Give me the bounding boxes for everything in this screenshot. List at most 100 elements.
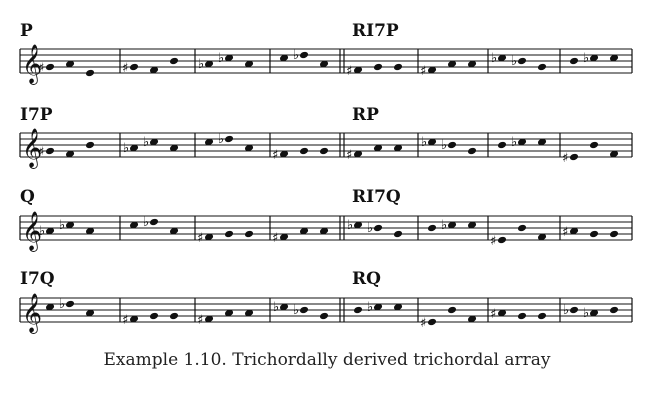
note-head <box>129 221 139 229</box>
note-head <box>169 227 179 235</box>
note-head <box>589 230 599 238</box>
sharp-icon: ♯ <box>420 64 426 79</box>
note-head <box>224 309 234 317</box>
note-head <box>149 66 159 74</box>
note-head <box>279 303 289 311</box>
row-label-i7p: I7P <box>20 105 53 125</box>
flat-icon: ♭ <box>293 303 299 318</box>
row-label-i7q: I7Q <box>20 269 55 289</box>
note-head <box>319 312 329 320</box>
staff-system: 𝄞♯♯♭♭♭♯♯♭♭♭ <box>19 44 633 85</box>
note-head <box>517 312 527 320</box>
sharp-icon: ♯ <box>490 307 496 322</box>
note-head <box>204 60 214 68</box>
note-head <box>589 309 599 317</box>
staff-system: 𝄞♭♭♭♯♯♭♭♭♯♯ <box>19 211 633 252</box>
note-head <box>85 141 95 149</box>
note-head <box>169 57 179 65</box>
note-head <box>353 66 363 74</box>
note-head <box>353 306 363 314</box>
sharp-icon: ♯ <box>272 148 278 163</box>
note-head <box>353 150 363 158</box>
flat-icon: ♭ <box>583 51 589 66</box>
sharp-icon: ♯ <box>122 313 128 328</box>
note-head <box>244 144 254 152</box>
note-head <box>497 236 507 244</box>
sharp-icon: ♯ <box>272 231 278 246</box>
note-head <box>373 224 383 232</box>
note-head <box>244 230 254 238</box>
note-head <box>609 306 619 314</box>
note-head <box>447 141 457 149</box>
flat-icon: ♭ <box>39 224 45 239</box>
note-head <box>517 138 527 146</box>
flat-icon: ♭ <box>198 57 204 72</box>
note-head <box>85 309 95 317</box>
flat-icon: ♭ <box>511 54 517 69</box>
note-head <box>427 224 437 232</box>
sharp-icon: ♯ <box>346 64 352 79</box>
row-label-ri7p: RI7P <box>352 21 399 41</box>
flat-icon: ♭ <box>218 132 224 147</box>
note-head <box>299 306 309 314</box>
note-head <box>149 312 159 320</box>
example-caption: Example 1.10. Trichordally derived trich… <box>103 350 551 370</box>
note-head <box>299 227 309 235</box>
note-head <box>149 218 159 226</box>
note-head <box>589 54 599 62</box>
row-label-rp: RP <box>352 105 379 125</box>
note-head <box>279 150 289 158</box>
flat-icon: ♭ <box>143 215 149 230</box>
sharp-icon: ♯ <box>420 316 426 331</box>
flat-icon: ♭ <box>367 300 373 315</box>
note-head <box>447 221 457 229</box>
staff-system: 𝄞♯♭♭♭♯♯♭♭♭♯ <box>19 128 633 169</box>
row-label-ri7q: RI7Q <box>352 187 401 207</box>
flat-icon: ♭ <box>583 306 589 321</box>
flat-icon: ♭ <box>218 51 224 66</box>
note-head <box>569 227 579 235</box>
flat-icon: ♭ <box>123 141 129 156</box>
note-head <box>319 227 329 235</box>
note-head <box>373 303 383 311</box>
note-head <box>373 63 383 71</box>
note-head <box>537 233 547 241</box>
note-head <box>447 306 457 314</box>
note-head <box>45 227 55 235</box>
note-head <box>224 54 234 62</box>
sharp-icon: ♯ <box>122 61 128 76</box>
treble-clef-icon: 𝄞 <box>22 211 42 252</box>
row-label-q: Q <box>20 187 35 207</box>
sharp-icon: ♯ <box>490 234 496 249</box>
note-head <box>447 60 457 68</box>
note-head <box>569 57 579 65</box>
sharp-icon: ♯ <box>562 225 568 240</box>
note-head <box>65 221 75 229</box>
note-head <box>279 233 289 241</box>
note-head <box>204 233 214 241</box>
note-head <box>299 51 309 59</box>
note-head <box>467 221 477 229</box>
note-head <box>204 315 214 323</box>
note-head <box>517 57 527 65</box>
note-head <box>45 63 55 71</box>
row-label-p: P <box>20 21 33 41</box>
note-head <box>517 224 527 232</box>
flat-icon: ♭ <box>563 303 569 318</box>
note-head <box>393 63 403 71</box>
flat-icon: ♭ <box>273 300 279 315</box>
note-head <box>129 63 139 71</box>
flat-icon: ♭ <box>421 135 427 150</box>
treble-clef-icon: 𝄞 <box>22 44 42 85</box>
note-head <box>609 150 619 158</box>
note-head <box>224 230 234 238</box>
note-head <box>393 230 403 238</box>
note-head <box>224 135 234 143</box>
flat-icon: ♭ <box>367 221 373 236</box>
note-head <box>169 312 179 320</box>
note-head <box>45 303 55 311</box>
note-head <box>537 63 547 71</box>
note-head <box>427 138 437 146</box>
note-head <box>467 60 477 68</box>
flat-icon: ♭ <box>143 135 149 150</box>
